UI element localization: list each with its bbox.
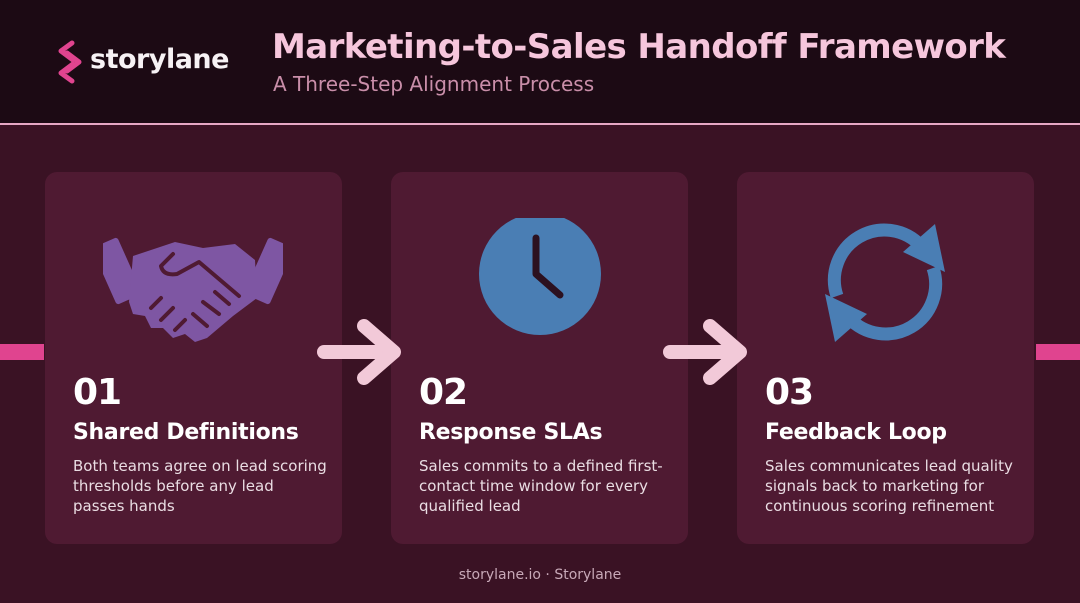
header xyxy=(0,0,1080,123)
accent-bar-left xyxy=(0,344,44,360)
clock-icon xyxy=(479,218,601,335)
step-description: Sales commits to a defined first-contact… xyxy=(419,457,663,515)
step-number: 02 xyxy=(419,372,468,413)
step-card-feedback-loop: 03 Feedback Loop Sales communicates lead… xyxy=(737,172,1034,544)
step-description: Sales communicates lead quality signals … xyxy=(765,457,1013,515)
accent-bar-right xyxy=(1036,344,1080,360)
step-description: Both teams agree on lead scoring thresho… xyxy=(73,457,327,515)
step-title: Feedback Loop xyxy=(765,420,947,445)
handshake-icon xyxy=(103,237,283,342)
step-title: Response SLAs xyxy=(419,420,603,445)
step-card-shared-definitions: 01 Shared Definitions Both teams agree o… xyxy=(45,172,342,544)
brand-name: storylane xyxy=(90,44,229,75)
header-divider xyxy=(0,123,1080,125)
page-title: Marketing-to-Sales Handoff Framework xyxy=(272,27,1006,67)
storylane-logo-icon xyxy=(58,40,82,84)
footer-credit: storylane.io · Storylane xyxy=(458,567,622,583)
arrow-right-icon xyxy=(663,319,747,385)
refresh-cycle-icon xyxy=(825,223,945,342)
page-subtitle: A Three-Step Alignment Process xyxy=(273,72,595,96)
step-number: 01 xyxy=(73,372,122,413)
step-card-response-slas: 02 Response SLAs Sales commits to a defi… xyxy=(391,172,688,544)
step-title: Shared Definitions xyxy=(73,420,299,445)
arrow-right-icon xyxy=(317,319,401,385)
step-number: 03 xyxy=(765,372,814,413)
